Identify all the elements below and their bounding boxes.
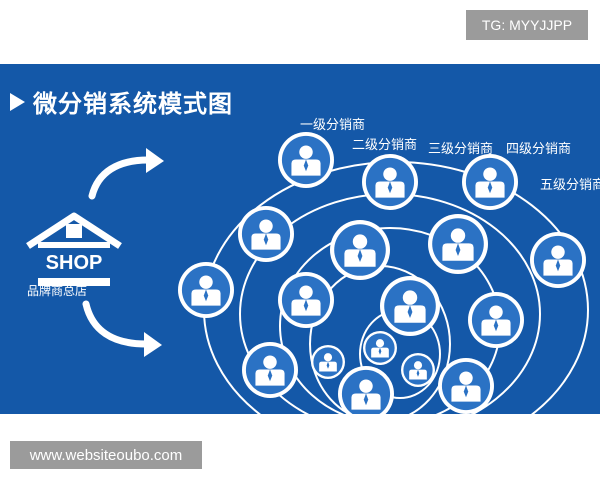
person-node-icon [238,206,294,262]
arrow-upper-icon [88,148,164,200]
arrow-lower-icon [82,300,162,357]
person-node-icon [428,214,488,274]
person-node-icon [363,331,397,365]
person-node-icon [438,358,494,414]
distribution-network-diagram [82,132,589,414]
shop-label: 品牌商总店 [27,284,88,298]
diagram-title-row: 微分销系统模式图 [10,84,233,119]
person-node-icon [468,292,524,348]
person-nodes [178,132,586,414]
person-node-icon [242,342,298,398]
person-node-icon [311,345,345,379]
shop-house-icon: SHOP [24,212,124,292]
watermark-tg: TG: MYYJJPP [466,10,588,40]
person-node-icon [362,154,418,210]
level-4-label: 四级分销商 [506,142,572,157]
person-node-icon [401,353,435,387]
play-arrow-icon [10,92,25,111]
level-2-label: 二级分销商 [352,138,418,153]
level-1-label: 一级分销商 [300,118,366,133]
level-3-label: 三级分销商 [428,142,494,157]
person-node-icon [462,154,518,210]
person-node-icon [278,272,334,328]
diagram-panel: 微分销系统模式图 SHOP 品牌商总店 一 [0,64,600,414]
person-node-icon [530,232,586,288]
watermark-website: www.websiteoubo.com [10,441,202,469]
diagram-title: 微分销系统模式图 [33,90,233,118]
person-node-icon [338,366,394,414]
level-5-label: 五级分销商 [540,178,600,193]
person-node-icon [278,132,334,188]
shop-icon-text: SHOP [45,251,103,274]
person-node-icon [178,262,234,318]
person-node-icon [330,220,390,280]
person-node-icon [380,276,440,336]
